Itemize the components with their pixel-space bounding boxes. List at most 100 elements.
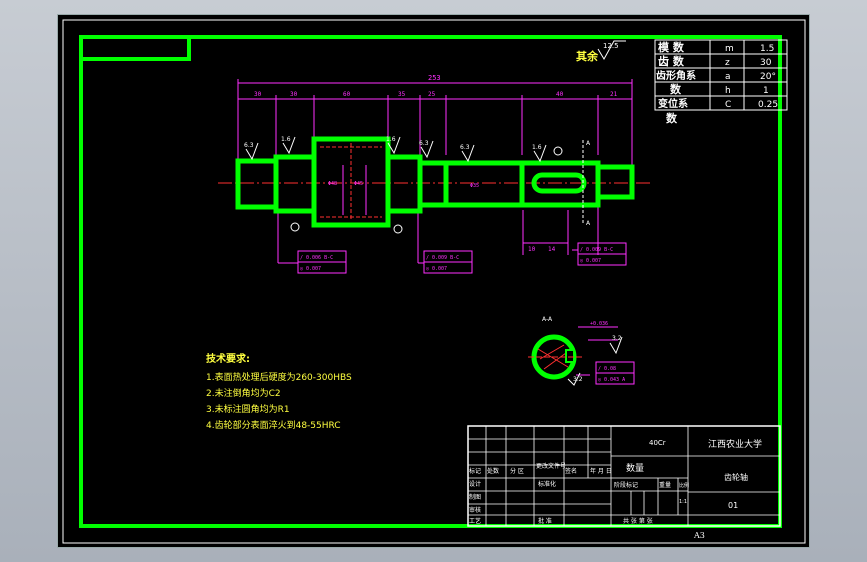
roughness-symbol-icon: 12.5: [597, 40, 626, 60]
hdr-design: 设计: [469, 480, 481, 488]
tolerance-box-2: / 0.009 B-C ◎ 0.007: [577, 242, 627, 266]
param-value-1: 30: [760, 58, 772, 68]
svg-text:A: A: [586, 140, 591, 147]
hdr-approve: 批 准: [538, 517, 552, 525]
svg-text:◎ 0.007: ◎ 0.007: [580, 258, 601, 264]
dim-seg-2: 60: [343, 91, 351, 98]
tolerance-box-3: / 0.08 ◎ 0.043 A: [595, 361, 635, 385]
dim-seg-0: 30: [254, 91, 262, 98]
section-arrow-a: A A: [582, 140, 591, 227]
hdr-standard: 标准化: [538, 480, 556, 488]
svg-text:◎ 0.007: ◎ 0.007: [426, 266, 447, 272]
section-roughness-icon-2: [567, 372, 581, 386]
hdr-zone: 分 区: [510, 467, 524, 475]
dim-small-length: 10: [528, 246, 536, 253]
roughness-rest-value: 12.5: [603, 42, 619, 50]
svg-text:◎ 0.043 A: ◎ 0.043 A: [598, 377, 625, 383]
param-value-4: 0.25: [758, 100, 778, 110]
param-symbol-3: h: [725, 86, 731, 96]
svg-text:A: A: [586, 220, 591, 227]
roughness-rest-label: 其余: [576, 49, 599, 63]
param-value-0: 1.5: [760, 44, 774, 54]
hdr-date: 年 月 日: [590, 467, 612, 475]
cad-viewport[interactable]: 模 数 m 1.5 齿 数 z 30 齿形角系 a 20° 数 h 1 变位系 …: [57, 14, 810, 548]
datum-markers: [290, 146, 563, 234]
hdr-review: 审核: [469, 506, 481, 514]
title-block: 40Cr 江西农业大学 数量 齿轮轴 01 1:1 标记 处数 分 区 更改文件…: [467, 425, 781, 527]
param-trailing: 数: [666, 111, 678, 125]
drawing-border: [79, 35, 782, 528]
gear-param-table: 模 数 m 1.5 齿 数 z 30 齿形角系 a 20° 数 h 1 变位系 …: [654, 39, 788, 125]
roughness-7: 3.2: [573, 376, 583, 383]
roughness-1: 1.6: [281, 136, 291, 143]
param-name-0: 模 数: [658, 40, 685, 54]
svg-text:/ 0.08: / 0.08: [598, 366, 616, 372]
svg-text:/ 0.006 B-C: / 0.006 B-C: [300, 255, 333, 261]
dim-seg-5: 40: [556, 91, 564, 98]
hdr-weight: 重量: [659, 481, 671, 489]
hdr-drawn: 制图: [469, 493, 481, 501]
drawing-number: 01: [728, 501, 738, 510]
code-box: [81, 37, 191, 61]
tech-item-1: 2.未注倒角均为C2: [206, 387, 281, 399]
section-roughness-icon: [609, 336, 623, 355]
roughness-6: 3.2: [612, 335, 622, 342]
svg-text:/ 0.009 B-C: / 0.009 B-C: [580, 247, 613, 253]
hdr-stage: 阶段标记: [614, 481, 638, 489]
tech-item-3: 4.齿轮部分表面淬火到48-55HRC: [206, 419, 341, 431]
tech-requirements: 技术要求: 1.表面热处理后硬度为260-300HBS 2.未注倒角均为C2 3…: [206, 352, 352, 431]
dim-seg-4: 25: [428, 91, 436, 98]
hdr-mark: 标记: [469, 467, 481, 475]
param-symbol-0: m: [725, 44, 734, 54]
tolerance-box-0: / 0.006 B-C ◎ 0.007: [297, 250, 347, 274]
dimension-lines: [237, 79, 633, 264]
section-dims: [576, 326, 618, 376]
tolerance-box-1: / 0.009 B-C ◎ 0.007: [423, 250, 473, 274]
dim-seg-3: 35: [398, 91, 406, 98]
roughness-5: 1.6: [532, 144, 542, 151]
param-name-2: 齿形角系: [656, 69, 696, 82]
section-view: [528, 334, 582, 380]
tech-item-2: 3.未标注圆角均为R1: [206, 403, 290, 415]
param-name-1: 齿 数: [658, 54, 685, 68]
param-symbol-4: C: [725, 100, 731, 110]
gear-dia-label: Φ48: [328, 181, 337, 187]
hdr-sheets: 共 张 第 张: [623, 517, 653, 525]
dim-overall: 253: [428, 74, 441, 82]
scale-value: 1:1: [679, 499, 687, 505]
param-symbol-2: a: [725, 72, 731, 82]
param-value-3: 1: [763, 86, 769, 96]
part-name: 齿轮轴: [724, 472, 748, 482]
quantity-label: 数量: [626, 462, 644, 474]
tech-title: 技术要求:: [206, 352, 250, 365]
section-label: A-A: [542, 316, 553, 323]
dim-keyway: 14: [548, 246, 556, 253]
hdr-ratio: 比例: [679, 482, 689, 489]
outer-frame: [62, 19, 806, 544]
roughness-0: 6.3: [244, 142, 254, 149]
svg-text:◎ 0.007: ◎ 0.007: [300, 266, 321, 272]
roughness-2: 1.6: [386, 136, 396, 143]
param-value-2: 20°: [760, 72, 776, 82]
hdr-signature: 签名: [565, 467, 577, 475]
roughness-3: 6.3: [419, 140, 429, 147]
dim-seg-1: 30: [290, 91, 298, 98]
hdr-count: 处数: [487, 467, 499, 475]
roughness-markers: 6.3 1.6 1.6 6.3 6.3 1.6: [244, 136, 547, 163]
param-name-3: 数: [670, 82, 682, 96]
param-symbol-1: z: [725, 58, 730, 68]
hdr-doc-no: 更改文件号: [536, 462, 566, 470]
tech-item-0: 1.表面热处理后硬度为260-300HBS: [206, 371, 352, 383]
param-name-4: 变位系: [658, 97, 688, 110]
material: 40Cr: [649, 439, 666, 447]
roughness-4: 6.3: [460, 144, 470, 151]
bearing-dia-label: Φ35: [470, 183, 479, 189]
drawing-canvas: 模 数 m 1.5 齿 数 z 30 齿形角系 a 20° 数 h 1 变位系 …: [62, 19, 806, 544]
section-dim-top: +0.036: [590, 321, 608, 327]
dim-seg-6: 21: [610, 91, 618, 98]
hidden-lines: [320, 143, 382, 221]
svg-text:/ 0.009 B-C: / 0.009 B-C: [426, 255, 459, 261]
hdr-process: 工艺: [469, 517, 481, 525]
school-name: 江西农业大学: [708, 438, 762, 450]
sheet-size: A3: [693, 531, 705, 540]
